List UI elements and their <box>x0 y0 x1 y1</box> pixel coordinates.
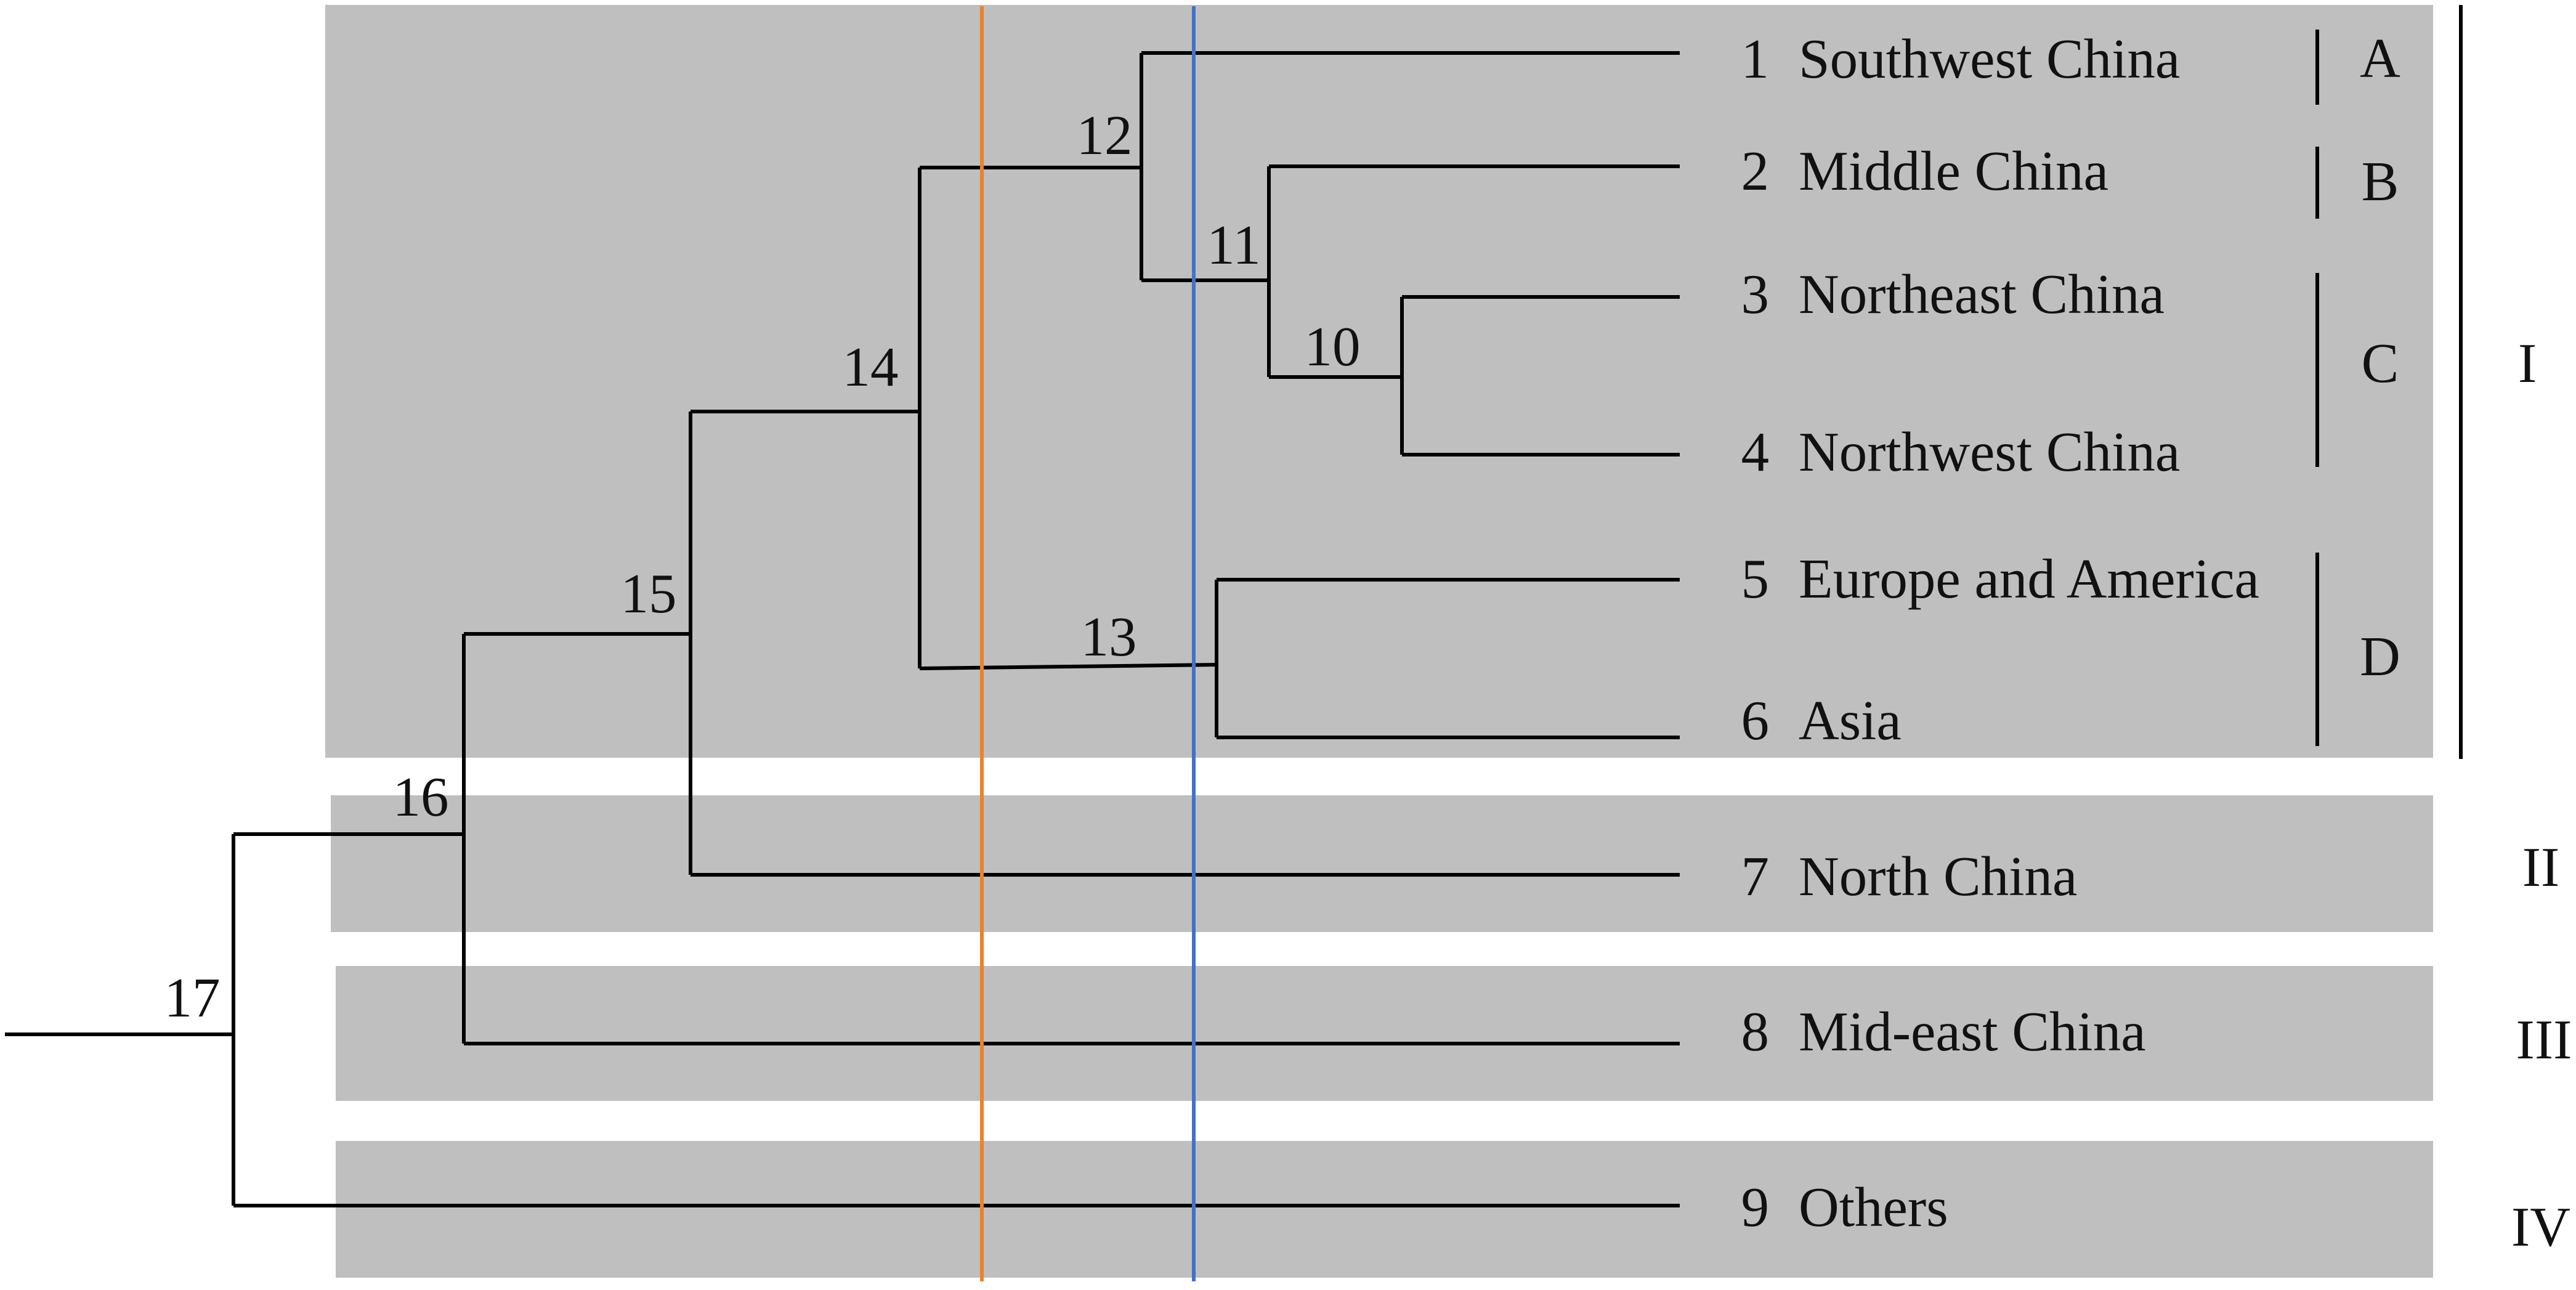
node-label-17: 17 <box>164 967 221 1029</box>
leaf-name-6: Asia <box>1799 689 1902 752</box>
leaf-name-3: Northeast China <box>1799 263 2165 325</box>
leaf-name-4: Northwest China <box>1799 421 2180 483</box>
group-label-ii: II <box>2522 836 2560 898</box>
band-group-iii <box>336 966 2433 1101</box>
group-label-iv: IV <box>2511 1196 2570 1258</box>
subgroup-label-a: A <box>2360 27 2400 89</box>
node-label-10: 10 <box>1305 315 1361 378</box>
node-label-11: 11 <box>1207 214 1261 276</box>
leaf-name-8: Mid-east China <box>1799 1000 2146 1063</box>
leaf-name-7: North China <box>1799 845 2077 907</box>
group-label-iii: III <box>2516 1008 2572 1071</box>
node-label-12: 12 <box>1077 104 1133 166</box>
node-label-16: 16 <box>393 766 449 828</box>
leaf-number-2: 2 <box>1741 140 1770 202</box>
band-group-ii <box>331 795 2433 932</box>
node-label-15: 15 <box>621 562 677 625</box>
node-label-14: 14 <box>843 336 899 398</box>
leaf-name-1: Southwest China <box>1799 28 2180 90</box>
leaf-number-8: 8 <box>1741 1000 1770 1063</box>
leaf-number-1: 1 <box>1741 28 1770 90</box>
subgroup-brackets <box>2315 5 2463 759</box>
leaf-name-5: Europe and America <box>1799 548 2259 610</box>
subgroup-label-c: C <box>2362 332 2399 394</box>
subgroup-label-b: B <box>2362 150 2399 213</box>
tree-branches <box>5 51 1680 1207</box>
leaf-name-2: Middle China <box>1799 140 2108 202</box>
leaf-number-3: 3 <box>1741 263 1770 325</box>
leaf-number-9: 9 <box>1741 1176 1770 1238</box>
node-label-13: 13 <box>1081 606 1137 668</box>
group-label-i: I <box>2518 332 2537 394</box>
branch-node-13-h <box>919 663 1217 670</box>
leaf-number-7: 7 <box>1741 845 1770 907</box>
leaf-labels: 1 Southwest China 2 Middle China 3 North… <box>1741 28 2259 1238</box>
leaf-number-5: 5 <box>1741 548 1770 610</box>
leaf-number-6: 6 <box>1741 689 1770 752</box>
band-group-i <box>325 5 2433 758</box>
subgroup-label-d: D <box>2360 625 2400 688</box>
leaf-name-9: Others <box>1799 1176 1948 1238</box>
leaf-number-4: 4 <box>1741 421 1770 483</box>
band-group-iv <box>336 1141 2433 1278</box>
